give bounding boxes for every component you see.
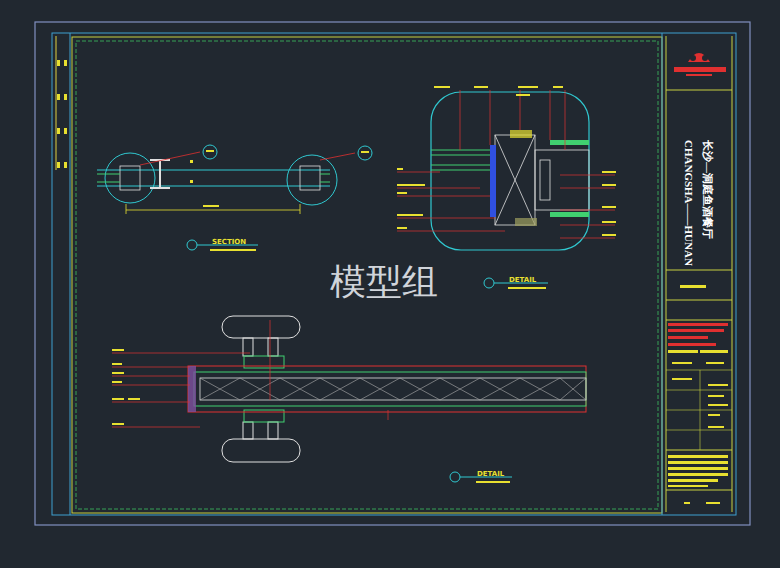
project-name: 长沙—洞庭鱼酒餐厅 (702, 140, 713, 239)
view-title: DETAIL (509, 277, 536, 284)
view-title: SECTION (212, 239, 246, 246)
project-location: CHANGSHA——HUNAN (683, 140, 694, 266)
view-title: DETAIL (477, 471, 504, 478)
watermark: 模型组 (330, 264, 438, 300)
